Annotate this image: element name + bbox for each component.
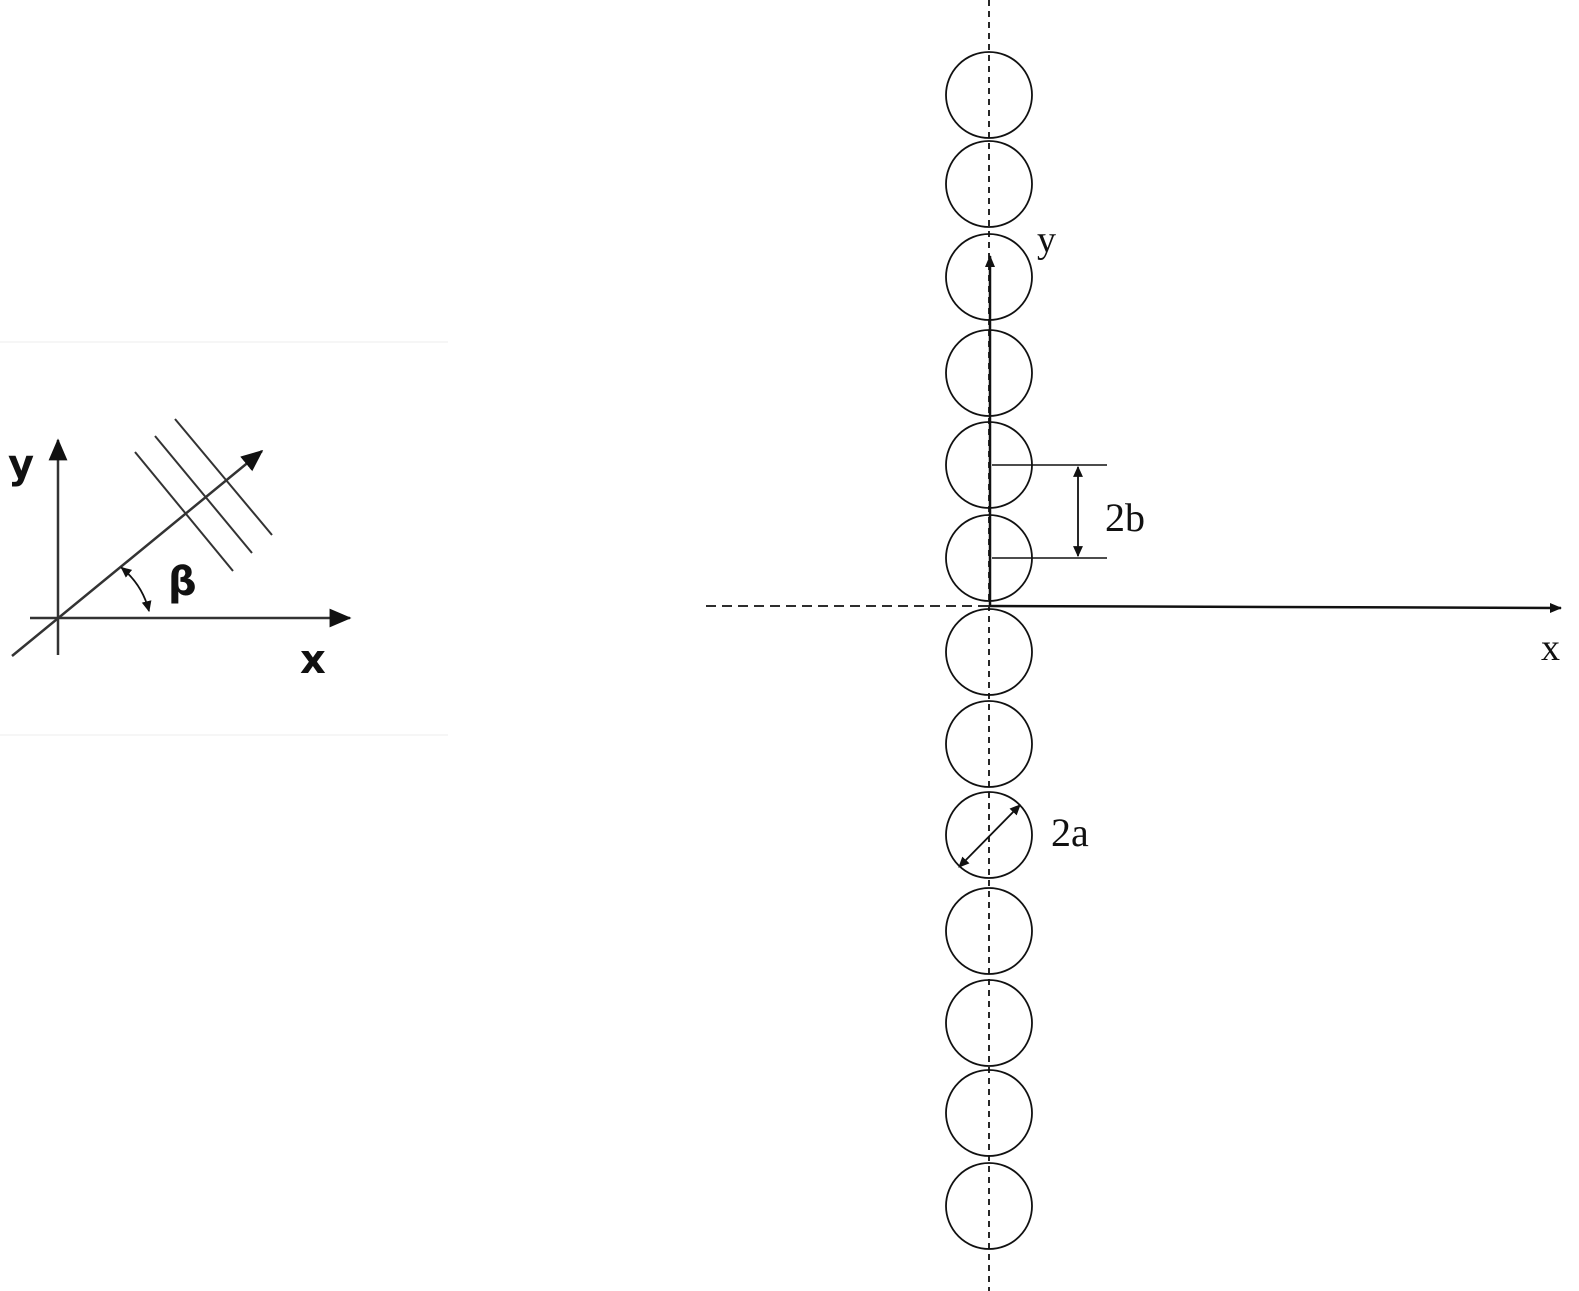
cylinder [945,979,1033,1067]
main-x-axis [989,602,1562,613]
spacing-label: 2b [1105,495,1145,540]
inset-angle-arc [120,566,152,613]
inset-y-label: y [8,442,34,488]
main-x-label: x [1541,627,1560,669]
main-y-label: y [1037,219,1056,261]
diameter-label: 2a [1051,810,1089,855]
inset-wavefront-1 [134,451,234,572]
cylinder [945,700,1033,788]
cylinder [945,608,1033,696]
diameter-dimension-arrow [958,804,1021,868]
cylinder [945,51,1033,139]
main-diagram: y x 2b 2a [706,0,1562,1291]
inset-wave-direction [11,450,264,657]
cylinder [945,887,1033,975]
cylinder [945,791,1033,879]
inset-x-label: x [300,637,326,683]
inset-wavefront-2 [154,435,253,554]
cylinder [945,1162,1033,1250]
inset-diagram: y x β [0,341,448,736]
cylinder [945,140,1033,228]
cylinder [945,1069,1033,1157]
inset-wavefront-3 [174,418,273,536]
inset-beta-label: β [168,559,197,605]
